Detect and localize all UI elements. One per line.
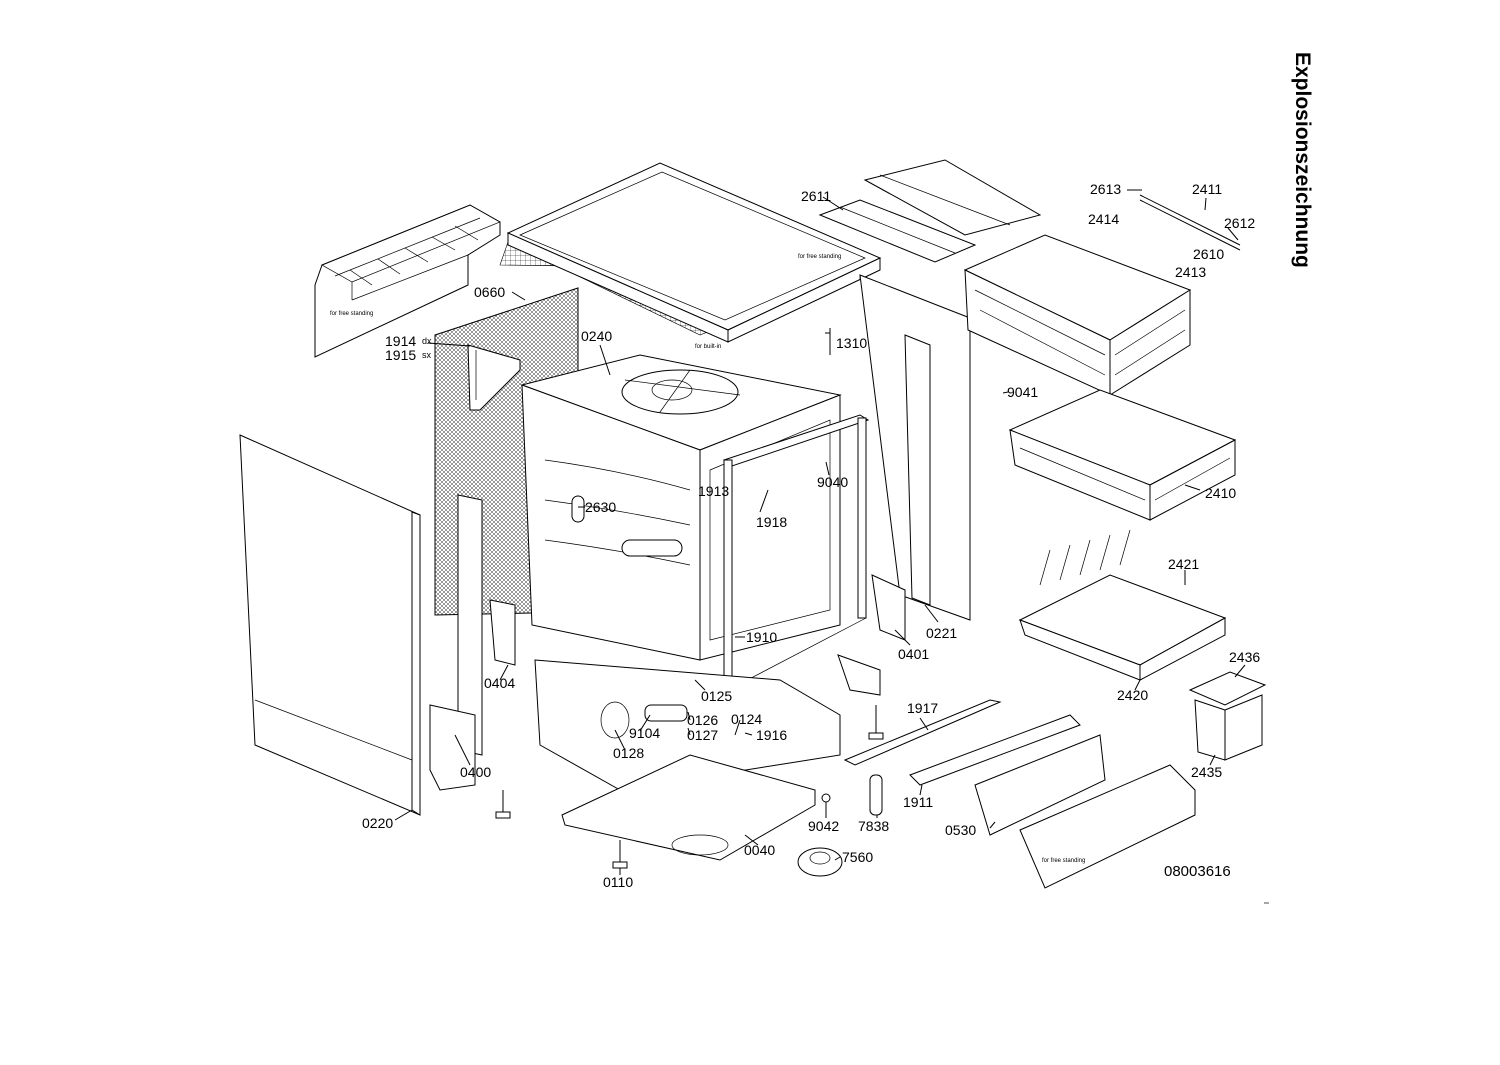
callout-2613: 2613 (1090, 181, 1121, 197)
callout-0660: 0660 (474, 284, 505, 300)
callout-1911: 1911 (903, 794, 933, 810)
callout-2410: 2410 (1205, 485, 1236, 501)
callout-0220: 0220 (362, 815, 393, 831)
callout-1915: 1915 (385, 347, 416, 363)
callout-1310: 1310 (836, 335, 867, 351)
callout-1914: 1914 (385, 333, 416, 349)
upper-basket (963, 234, 1192, 396)
note-free-standing-plinth: for free standing (1042, 858, 1085, 864)
hinge-bracket-1914 (467, 344, 521, 411)
top-tray-left: for free standing (314, 204, 501, 358)
callout-2414: 2414 (1088, 211, 1119, 227)
worktop-cover: for free standing for built-in (499, 162, 882, 350)
callout-2612: 2612 (1224, 215, 1255, 231)
kick-plate-0530 (974, 734, 1106, 836)
note-free-standing-top: for free standing (798, 254, 841, 260)
callout-suffix-sx: sx (422, 350, 432, 360)
callout-suffix-dx: dx (422, 336, 432, 346)
callout-0126: 0126 (687, 712, 718, 728)
callout-labels: 0660 1914 dx 1915 sx 0240 2611 2613 2411… (362, 181, 1260, 890)
callout-9042: 9042 (808, 818, 839, 834)
callout-0400: 0400 (460, 764, 491, 780)
side-rail-0401 (871, 334, 931, 641)
callout-0401: 0401 (898, 646, 929, 662)
kick-plate-free-standing: for free standing (1019, 764, 1196, 889)
foot-screw-left (495, 790, 511, 819)
callout-0240: 0240 (581, 328, 612, 344)
plinth-strip-1917 (843, 699, 1002, 766)
callout-0110: 0110 (603, 874, 633, 890)
tub-body (520, 354, 842, 661)
callout-7560: 7560 (842, 849, 873, 865)
callout-2630: 2630 (585, 499, 616, 515)
foot-screw-0110 (612, 840, 628, 869)
callout-9041: 9041 (1007, 384, 1038, 400)
middle-basket-2410 (1008, 389, 1237, 521)
front-door-panel-0220 (239, 434, 421, 816)
page-title: Explosionszeichnung (1291, 52, 1314, 268)
callout-9104: 9104 (629, 725, 660, 741)
foot-screw-right (868, 705, 884, 740)
callout-2611: 2611 (801, 188, 831, 204)
cutlery-basket-2435 (1188, 671, 1267, 761)
foot-7838 (869, 774, 883, 816)
leader-lines (394, 189, 1246, 875)
callout-0404: 0404 (484, 675, 515, 691)
callout-2435: 2435 (1191, 764, 1222, 780)
callout-1910: 1910 (746, 629, 777, 645)
callout-1918: 1918 (756, 514, 787, 530)
screw-9042 (821, 793, 831, 803)
callout-0221: 0221 (926, 625, 957, 641)
cutlery-tray-2611 (818, 159, 1042, 263)
drawing-number: 08003616 (1164, 863, 1231, 880)
callout-0128: 0128 (613, 745, 644, 761)
callout-0124: 0124 (731, 711, 762, 727)
plinth-bracket-1911 (909, 714, 1081, 786)
lower-basket-2420 (1018, 529, 1227, 681)
base-assembly (489, 599, 881, 861)
upper-rail-2613 (1139, 194, 1241, 251)
note-built-in: for built-in (695, 344, 721, 350)
callout-1916: 1916 (756, 727, 787, 743)
callout-2421: 2421 (1168, 556, 1199, 572)
callout-2411: 2411 (1192, 181, 1222, 197)
pump-7560 (797, 847, 843, 877)
callout-2420: 2420 (1117, 687, 1148, 703)
note-free-standing-tray: for free standing (330, 311, 373, 317)
callout-2413: 2413 (1175, 264, 1206, 280)
callout-2436: 2436 (1229, 649, 1260, 665)
callout-2610: 2610 (1193, 246, 1224, 262)
callout-0125: 0125 (701, 688, 732, 704)
callout-9040: 9040 (817, 474, 848, 490)
side-rail-0400 (429, 494, 483, 791)
callout-7838: 7838 (858, 818, 889, 834)
callout-0040: 0040 (744, 842, 775, 858)
callout-1913: 1913 (698, 483, 729, 499)
callout-1917: 1917 (907, 700, 938, 716)
callout-0530: 0530 (945, 822, 976, 838)
callout-0127: 0127 (687, 727, 718, 743)
